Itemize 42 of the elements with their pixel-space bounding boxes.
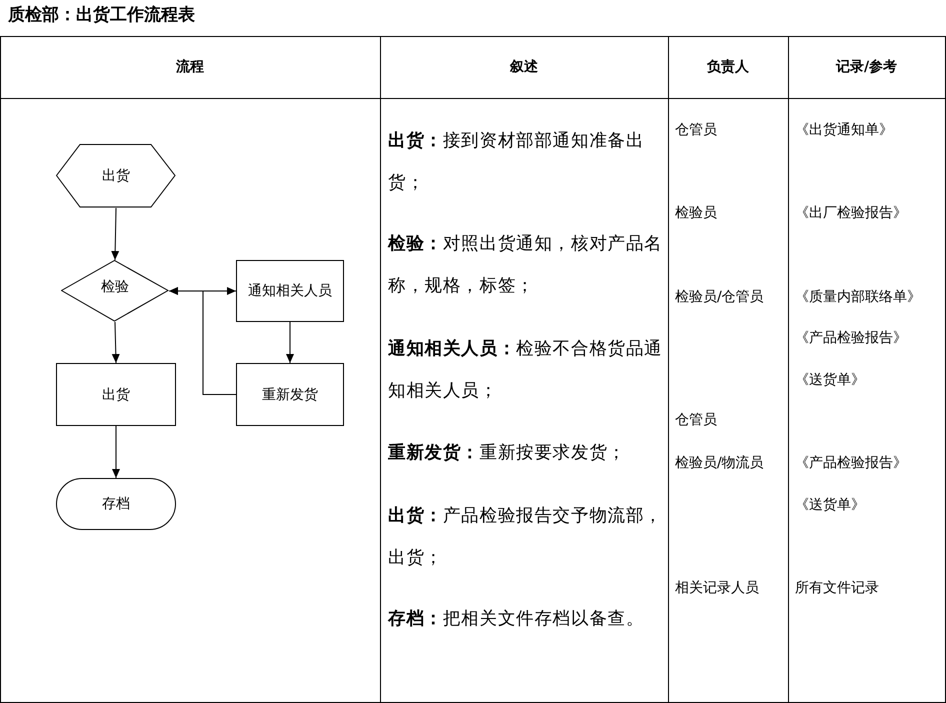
- arrow: [168, 287, 236, 395]
- record-reference: 所有文件记录: [795, 579, 879, 597]
- responsible-person: 仓管员: [675, 121, 717, 139]
- start-hexagon: [56, 144, 176, 208]
- node-label: 通知相关人员: [247, 282, 333, 300]
- page-title: 质检部：出货工作流程表: [8, 4, 195, 26]
- record-reference: 《出货通知单》: [795, 121, 893, 139]
- responsible-person: 仓管员: [675, 411, 717, 429]
- responsible-person: 相关记录人员: [675, 579, 759, 597]
- record-reference: 《产品检验报告》: [795, 454, 907, 472]
- terminal-shape: [56, 478, 176, 530]
- record-reference: 《送货单》: [795, 496, 865, 514]
- column-header: 叙述: [508, 58, 539, 76]
- record-reference: 《送货单》: [795, 371, 865, 389]
- arrow: [112, 426, 120, 478]
- column-header: 记录/参考: [834, 58, 898, 76]
- step-description: 出货：接到资材部部通知准备出货；: [388, 129, 646, 194]
- step-description: 重新发货：重新按要求发货；: [388, 441, 627, 464]
- record-reference: 《质量内部联络单》: [795, 288, 921, 306]
- responsible-person: 检验员: [675, 204, 717, 222]
- arrow: [112, 322, 120, 364]
- decision-diamond: [61, 260, 169, 322]
- node-label: 检验: [100, 278, 130, 296]
- process-box: [236, 260, 344, 322]
- process-box: [236, 363, 344, 426]
- node-label: 存档: [101, 495, 131, 513]
- step-description: 检验：对照出货通知，核对产品名称，规格，标签；: [388, 232, 664, 297]
- arrow: [286, 322, 294, 364]
- column-header: 流程: [175, 58, 205, 76]
- node-label: 出货: [101, 386, 131, 404]
- record-reference: 《产品检验报告》: [795, 329, 907, 347]
- step-description: 出货：产品检验报告交予物流部，出货；: [388, 504, 664, 569]
- column-header: 负责人: [706, 58, 750, 76]
- process-box: [56, 363, 176, 426]
- responsible-person: 检验员/物流员: [675, 454, 764, 472]
- responsible-person: 检验员/仓管员: [675, 288, 764, 306]
- node-label: 出货: [101, 167, 131, 185]
- arrow: [111, 208, 120, 260]
- node-label: 重新发货: [261, 386, 319, 404]
- step-description: 存档：把相关文件存档以备查。: [388, 607, 646, 630]
- record-reference: 《出厂检验报告》: [795, 204, 907, 222]
- step-description: 通知相关人员：检验不合格货品通知相关人员；: [388, 337, 664, 402]
